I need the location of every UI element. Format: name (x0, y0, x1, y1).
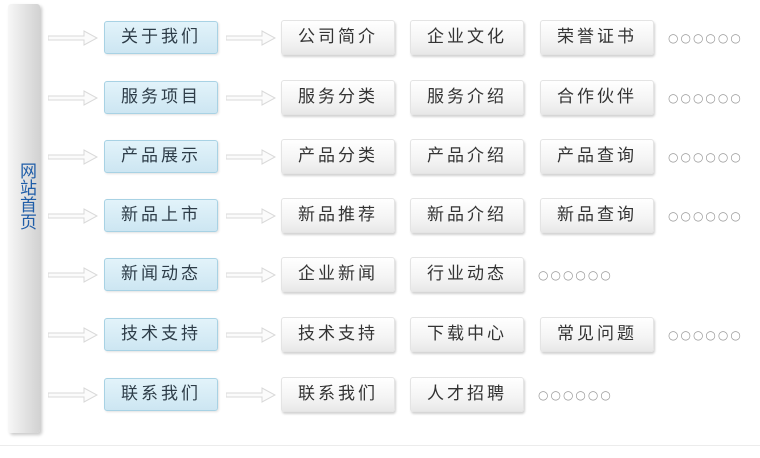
subitem-button[interactable]: 企业新闻 (281, 257, 395, 292)
arrow-right-icon (226, 208, 276, 224)
arrow-right-icon (226, 149, 276, 165)
subitem-button[interactable]: 联系我们 (281, 377, 395, 412)
bottom-divider (0, 445, 760, 446)
more-dots[interactable]: ○○○○○○ (668, 31, 743, 45)
subitem-button[interactable]: 企业文化 (410, 20, 524, 55)
subitem-button[interactable]: 新品推荐 (281, 198, 395, 233)
subitem-button[interactable]: 合作伙伴 (540, 80, 654, 115)
subitem-button[interactable]: 下载中心 (410, 317, 524, 352)
subitem-button[interactable]: 服务分类 (281, 80, 395, 115)
more-dots[interactable]: ○○○○○○ (668, 209, 743, 223)
category-button[interactable]: 关于我们 (104, 21, 218, 54)
category-button[interactable]: 新品上市 (104, 199, 218, 232)
subitem-button[interactable]: 公司简介 (281, 20, 395, 55)
more-dots[interactable]: ○○○○○○ (668, 150, 743, 164)
more-dots[interactable]: ○○○○○○ (538, 268, 613, 282)
category-row: 新品上市 新品推荐新品介绍新品查询 ○○○○○○ (0, 198, 760, 234)
subitem-button[interactable]: 荣誉证书 (540, 20, 654, 55)
arrow-right-icon (226, 327, 276, 343)
category-button[interactable]: 产品展示 (104, 140, 218, 173)
category-row: 新闻动态 企业新闻行业动态 ○○○○○○ (0, 257, 760, 293)
arrow-right-icon (48, 327, 98, 343)
subitem-button[interactable]: 人才招聘 (410, 377, 524, 412)
arrow-right-icon (48, 208, 98, 224)
arrow-right-icon (48, 267, 98, 283)
root-node[interactable]: 网站首页 (8, 4, 40, 433)
subitem-button[interactable]: 新品查询 (540, 198, 654, 233)
subitem-button[interactable]: 产品查询 (540, 139, 654, 174)
category-button[interactable]: 新闻动态 (104, 258, 218, 291)
arrow-right-icon (226, 267, 276, 283)
subitem-button[interactable]: 产品介绍 (410, 139, 524, 174)
category-row: 关于我们 公司简介企业文化荣誉证书 ○○○○○○ (0, 20, 760, 56)
arrow-right-icon (48, 30, 98, 46)
category-row: 技术支持技术支持下载中心常见问题○○○○○○ (0, 317, 760, 353)
subitem-button[interactable]: 行业动态 (410, 257, 524, 292)
subitem-button[interactable]: 产品分类 (281, 139, 395, 174)
category-button[interactable]: 技术支持 (104, 318, 218, 351)
subitem-button[interactable]: 新品介绍 (410, 198, 524, 233)
root-label: 网站首页 (16, 162, 36, 230)
arrow-right-icon (48, 90, 98, 106)
more-dots[interactable]: ○○○○○○ (668, 328, 743, 342)
arrow-right-icon (48, 387, 98, 403)
category-row: 联系我们联系我们人才招聘○○○○○○ (0, 377, 760, 413)
arrow-right-icon (226, 90, 276, 106)
category-button[interactable]: 服务项目 (104, 81, 218, 114)
subitem-button[interactable]: 技术支持 (281, 317, 395, 352)
arrow-right-icon (48, 149, 98, 165)
more-dots[interactable]: ○○○○○○ (668, 91, 743, 105)
subitem-button[interactable]: 常见问题 (540, 317, 654, 352)
category-row: 服务项目 服务分类服务介绍合作伙伴 ○○○○○○ (0, 80, 760, 116)
arrow-right-icon (226, 30, 276, 46)
category-button[interactable]: 联系我们 (104, 378, 218, 411)
more-dots[interactable]: ○○○○○○ (538, 388, 613, 402)
category-row: 产品展示 产品分类产品介绍产品查询 ○○○○○○ (0, 139, 760, 175)
subitem-button[interactable]: 服务介绍 (410, 80, 524, 115)
arrow-right-icon (226, 387, 276, 403)
